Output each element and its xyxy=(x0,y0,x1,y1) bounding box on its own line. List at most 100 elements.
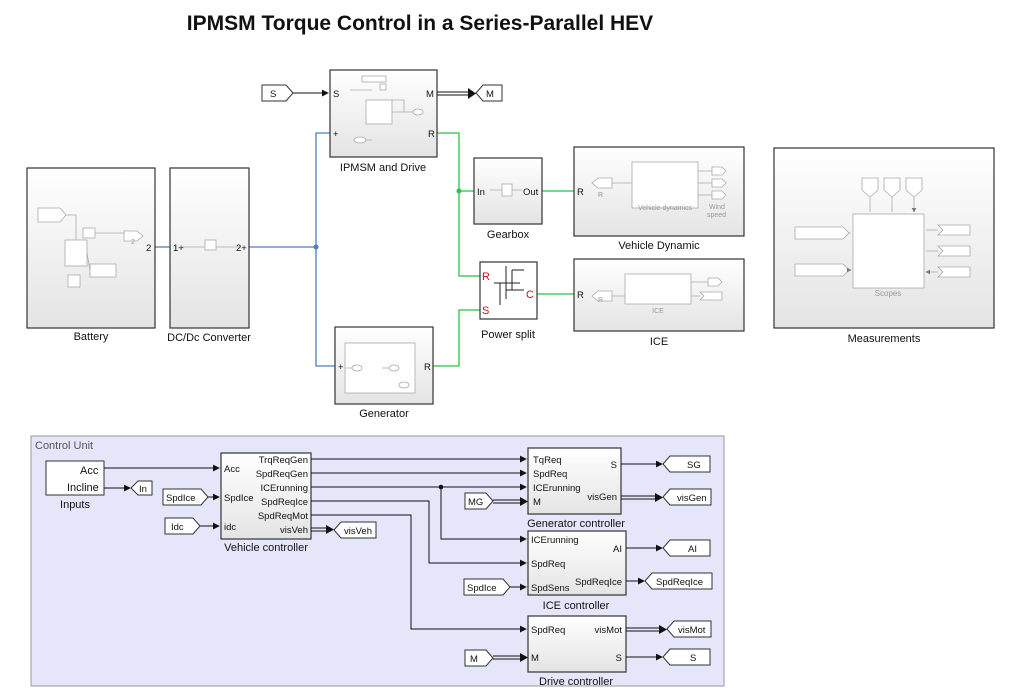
power-split-port-r: R xyxy=(482,271,490,283)
generator-controller-block[interactable]: TqReq SpdReq ICErunning M S visGen xyxy=(527,447,622,515)
ice-port-r: R xyxy=(577,290,584,301)
ipmsm-drive-block[interactable]: S + M R xyxy=(329,69,438,158)
diagram-title: IPMSM Torque Control in a Series-Paralle… xyxy=(186,12,654,35)
drive-controller-label: Drive controller xyxy=(539,676,613,688)
tag-ai-text: AI xyxy=(688,544,697,555)
mg-arrow xyxy=(520,497,528,506)
gc-in-tqreq: TqReq xyxy=(533,455,562,466)
tag-visgen[interactable]: visGen xyxy=(662,488,712,506)
electrical-connections xyxy=(155,132,335,367)
spdreqice-line[interactable] xyxy=(311,500,527,567)
vc-out-visveh: visVeh xyxy=(280,525,308,536)
dcdc-converter-block[interactable]: 1+ 2+ xyxy=(169,167,250,329)
tag-m-output[interactable]: M xyxy=(475,84,503,102)
ipmsm-gearbox-line[interactable] xyxy=(437,132,474,192)
mech-junction xyxy=(456,188,462,194)
ipmsm-powersplit-line[interactable] xyxy=(458,191,480,277)
inputs-block[interactable]: Acc Incline xyxy=(45,460,105,496)
power-split-port-c: C xyxy=(526,289,534,301)
dcdc-port-in: 1+ xyxy=(173,243,184,254)
generator-block[interactable]: + R xyxy=(334,326,434,405)
dc-out-s: S xyxy=(616,653,622,664)
tag-s-output[interactable]: S xyxy=(662,648,711,666)
gearbox-block[interactable]: In Out xyxy=(473,157,543,225)
tag-spdice-text: SpdIce xyxy=(166,493,196,504)
mechanical-connections xyxy=(433,132,574,367)
vc-in-spdice: SpdIce xyxy=(224,493,254,504)
bus-ipmsm-line[interactable] xyxy=(315,132,330,247)
tag-s-input[interactable]: S xyxy=(261,84,294,102)
battery-port: 2 xyxy=(146,243,151,254)
generator-powersplit-line[interactable] xyxy=(433,309,480,367)
icec-out-spdreqice: SpdReqIce xyxy=(575,577,622,588)
bus-generator-line[interactable] xyxy=(315,247,335,367)
tag-in[interactable]: In xyxy=(130,480,153,496)
tag-m-output-text: M xyxy=(486,89,494,100)
tag-m-input[interactable]: M xyxy=(464,649,494,667)
gc-out-s: S xyxy=(611,460,617,471)
vehicle-port-r: R xyxy=(577,187,584,198)
tag-m-input-text: M xyxy=(470,654,478,665)
gc-out-visgen: visGen xyxy=(587,492,617,503)
tag-spdice-sens[interactable]: SpdIce xyxy=(463,578,511,596)
icec-in-icerunning: ICErunning xyxy=(531,535,579,546)
vehicle-dynamic-block[interactable]: R Vehicle dynamics Wind speed R xyxy=(573,146,745,237)
visgen-bus-line[interactable] xyxy=(621,495,658,500)
mg-bus-line[interactable] xyxy=(493,499,522,504)
icerunning-ice-line[interactable] xyxy=(440,487,527,543)
tag-visgen-text: visGen xyxy=(677,493,707,504)
ipmsm-port-m: M xyxy=(426,89,434,100)
vehicle-inner-r: R xyxy=(598,192,603,199)
tag-spdreqice-text: SpdReqIce xyxy=(656,577,703,588)
tag-mg[interactable]: MG xyxy=(464,492,494,510)
icec-out-ai: AI xyxy=(613,544,622,555)
control-unit-label: Control Unit xyxy=(35,440,93,452)
ice-label: ICE xyxy=(650,336,668,348)
power-split-label: Power split xyxy=(481,329,535,341)
measurements-block[interactable]: Scopes xyxy=(773,147,995,329)
inputs-label: Inputs xyxy=(60,499,90,511)
vehicle-inner-box-text: Vehicle dynamics xyxy=(638,205,693,212)
vehicle-controller-block[interactable]: Acc SpdIce idc TrqReqGen SpdReqGen ICEru… xyxy=(220,452,312,540)
battery-icon xyxy=(37,207,144,288)
vismot-bus-line[interactable] xyxy=(626,627,662,632)
visveh-arrow xyxy=(326,525,334,534)
tag-vismot[interactable]: visMot xyxy=(666,620,712,638)
dc-in-spdreq: SpdReq xyxy=(531,625,565,636)
power-split-block[interactable]: R S C xyxy=(479,261,538,320)
tag-idc-input[interactable]: Idc xyxy=(164,517,201,535)
ice-block[interactable]: R ICE R xyxy=(573,258,745,332)
vc-out-icerunning: ICErunning xyxy=(260,483,308,494)
ice-controller-block[interactable]: ICErunning SpdReq SpdSens AI SpdReqIce xyxy=(527,530,627,596)
visgen-arrow xyxy=(655,493,663,502)
tag-vismot-text: visMot xyxy=(678,625,706,636)
generator-controller-label: Generator controller xyxy=(527,518,625,530)
generator-icon xyxy=(344,342,416,394)
tag-spdice-sens-text: SpdIce xyxy=(467,583,497,594)
gc-in-m: M xyxy=(533,497,541,508)
ice-icon xyxy=(591,273,723,305)
icec-in-spdreq: SpdReq xyxy=(531,559,565,570)
vehicle-controller-label: Vehicle controller xyxy=(224,542,308,554)
tag-spdice-input[interactable]: SpdIce xyxy=(162,488,209,506)
inputs-port-acc: Acc xyxy=(80,465,99,477)
m-bus-line[interactable] xyxy=(493,655,522,660)
ipmsm-m-bus-line[interactable] xyxy=(437,91,473,96)
vc-in-idc: idc xyxy=(224,522,236,533)
tag-sg[interactable]: SG xyxy=(662,455,711,473)
drive-controller-block[interactable]: SpdReq M visMot S xyxy=(527,615,627,673)
generator-label: Generator xyxy=(359,408,409,420)
tag-spdreqice[interactable]: SpdReqIce xyxy=(644,572,713,590)
battery-block[interactable]: 2 2 xyxy=(26,167,156,329)
gc-in-icerunning: ICErunning xyxy=(533,483,581,494)
gearbox-icon xyxy=(490,183,522,197)
power-split-port-s: S xyxy=(482,305,489,317)
tag-visveh[interactable]: visVeh xyxy=(333,521,377,539)
tag-visveh-text: visVeh xyxy=(344,526,372,537)
spdreqmot-line[interactable] xyxy=(311,514,527,633)
gearbox-port-out: Out xyxy=(523,187,539,198)
ice-inner-box-text: ICE xyxy=(652,308,664,315)
tag-ai[interactable]: AI xyxy=(662,539,711,557)
vc-out-spdreqmot: SpdReqMot xyxy=(258,511,309,522)
